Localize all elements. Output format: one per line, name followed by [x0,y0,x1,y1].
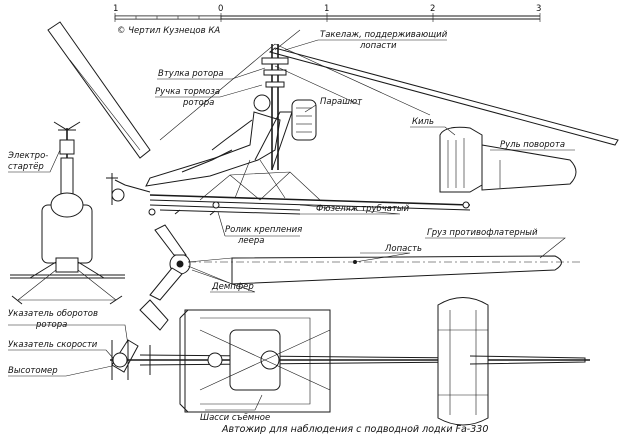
fuselage-tube [149,194,471,206]
instrument-cluster [112,352,128,368]
label-altimeter: Высотомер [8,366,58,376]
author-credit: © Чертил Кузнецов КА [117,26,220,36]
label-rotor-brake-2: ротора [182,98,214,108]
label-airspeed: Указатель скорости [8,340,98,350]
label-roller: Ролик крепления [225,225,302,235]
scale-tick-label: 1 [324,4,329,14]
tailplane-plan [437,297,489,426]
label-starter: Электро- [7,151,48,161]
plan-view [110,297,590,426]
scale-tick-label: 3 [536,4,541,14]
label-roller-2: леера [237,236,265,246]
parachute-pack [291,99,317,141]
rotor-top-view [111,224,580,373]
label-chassis: Шасси съёмное [200,413,270,423]
label-tacho: Указатель оборотов [8,309,98,319]
pilot-head [253,94,271,112]
label-parachute: Парашют [320,97,363,107]
label-rudder: Руль поворота [500,140,565,150]
rotor-blade-right [268,47,619,146]
label-rotor-brake: Ручка тормоза [155,87,220,97]
label-starter-2: стартёр [8,162,44,172]
rotor-blade-upper-left [47,21,151,159]
scale-bar: 1 0 1 2 3 [113,4,541,22]
scale-tick-label: 1 [113,4,118,14]
seat-plan [229,329,281,391]
scale-tick-label: 0 [218,4,223,14]
callout-labels: Такелаж, поддерживающий лопасти Втулка р… [7,30,565,423]
rudder [481,144,577,191]
side-view [47,21,619,216]
leader-lines [8,39,575,411]
rotor-blade-top [231,255,562,285]
starter-box [59,139,75,155]
tail-fin [439,126,483,193]
label-rigging-2: лопасти [359,41,397,51]
front-view [10,121,125,305]
label-rotor-hub: Втулка ротора [158,69,224,79]
rotor-blade-lower [139,299,169,331]
scale-tick-label: 2 [430,4,435,14]
drawing-title: Автожир для наблюдения с подводной лодки… [221,424,488,435]
label-damper: Демпфер [211,282,254,292]
label-tacho-2: ротора [35,320,67,330]
label-blade: Лопасть [384,244,422,254]
label-fuselage: Фюзеляж трубчатый [316,204,410,214]
label-balance-weight: Груз противофлатерный [427,228,538,238]
label-rigging: Такелаж, поддерживающий [320,30,448,40]
label-fin: Киль [412,117,434,127]
